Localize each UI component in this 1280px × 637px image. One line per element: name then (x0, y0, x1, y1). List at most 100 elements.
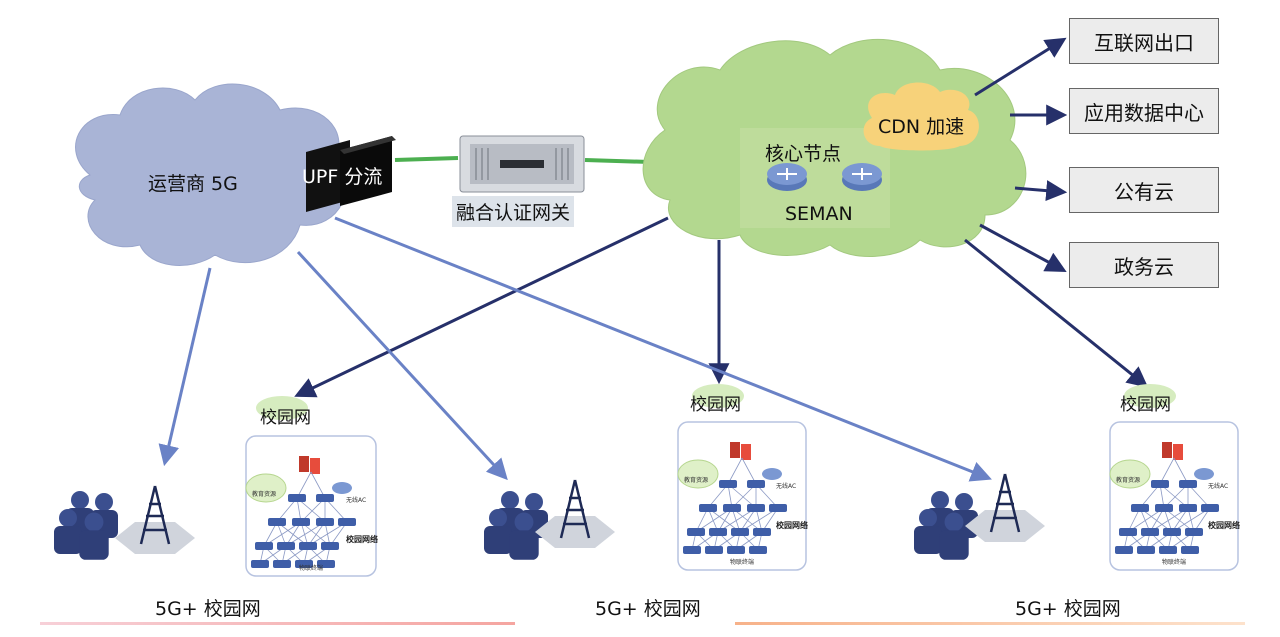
campus-network-label: 校园网络 (1208, 520, 1240, 530)
switch-icon (1119, 528, 1137, 536)
switch-icon (251, 560, 269, 568)
switch-icon (1181, 546, 1199, 554)
edu-cloud-icon (245, 473, 287, 503)
small-cloud-icon (256, 396, 308, 420)
iot-terminal-label: 物联终端 (1162, 558, 1186, 566)
arrow-to-gov-cloud (979, 223, 1067, 273)
edu-resource-label: 教育资源 (252, 490, 276, 498)
switch-icon (338, 518, 356, 526)
destination-datacenter-box: 应用数据中心 (1069, 88, 1219, 134)
tower-icon (535, 479, 615, 548)
switch-icon (709, 528, 727, 536)
switch-icon (1159, 546, 1177, 554)
arrow-to-public-cloud (1014, 180, 1068, 202)
firewall-icon (299, 456, 309, 472)
cdn-cloud-icon (863, 82, 979, 151)
switch-icon (699, 504, 717, 512)
router-icon (1194, 468, 1214, 480)
firewall-icon (1173, 444, 1183, 460)
switch-icon (769, 504, 787, 512)
wireless-ac-label: 无线AC (776, 482, 796, 490)
upf-device-icon (306, 136, 396, 212)
campus-cloud-label: 校园网 (1120, 395, 1171, 415)
switch-icon (1163, 528, 1181, 536)
tower-icon (115, 485, 195, 554)
switch-icon (1179, 504, 1197, 512)
switch-icon (273, 560, 291, 568)
switch-icon (1179, 480, 1197, 488)
firewall-icon (730, 442, 740, 458)
campus-cloud-label: 校园网 (690, 395, 741, 415)
core-node-label: 核心节点 (765, 143, 841, 165)
switch-icon (299, 542, 317, 550)
switch-icon (292, 518, 310, 526)
seman-label: SEMAN (785, 203, 853, 225)
cdn-label: CDN 加速 (878, 116, 964, 138)
campus-cloud-label: 校园网 (260, 408, 311, 428)
campus-caption: 5G+ 校园网 (595, 598, 701, 620)
edu-resource-label: 教育资源 (684, 476, 708, 484)
switch-icon (687, 528, 705, 536)
edu-cloud-icon (1109, 459, 1151, 489)
firewall-icon (310, 458, 320, 474)
people-icon (914, 491, 978, 560)
switch-icon (727, 546, 745, 554)
operator-cloud-label: 运营商 5G (148, 173, 238, 195)
router-icon (842, 163, 882, 191)
small-cloud-icon (1124, 384, 1176, 408)
upf-to-gateway-link (394, 156, 459, 162)
switch-icon (255, 542, 273, 550)
iot-terminal-label: 物联终端 (299, 564, 323, 572)
switch-icon (749, 546, 767, 554)
switch-icon (1201, 504, 1219, 512)
router-icon (332, 482, 352, 494)
switch-icon (1185, 528, 1203, 536)
destination-label: 应用数据中心 (1084, 100, 1204, 125)
switch-icon (1131, 504, 1149, 512)
destination-label: 互联网出口 (1094, 30, 1194, 55)
router-icon (762, 468, 782, 480)
switch-icon (268, 518, 286, 526)
wireless-ac-label: 无线AC (346, 496, 366, 504)
campus-network-label: 校园网络 (346, 534, 378, 544)
wireless-ac-label: 无线AC (1208, 482, 1228, 490)
destination-label: 政务云 (1114, 254, 1174, 279)
switch-icon (747, 480, 765, 488)
upf-label: UPF 分流 (302, 166, 382, 188)
small-cloud-icon (692, 384, 744, 408)
arrow-core-to-campus-3 (964, 238, 1149, 388)
destination-gov-cloud-box: 政务云 (1069, 242, 1219, 288)
edu-cloud-icon (677, 459, 719, 489)
arrow-operator-to-site-2 (296, 250, 508, 481)
arrow-core-to-campus-1 (294, 216, 669, 398)
switch-icon (719, 480, 737, 488)
switch-icon (1115, 546, 1133, 554)
bottom-line-left (40, 622, 515, 625)
campus-caption: 5G+ 校园网 (1015, 598, 1121, 620)
switch-icon (277, 542, 295, 550)
server-icon (459, 135, 585, 193)
edu-resource-label: 教育资源 (1116, 476, 1140, 484)
switch-icon (316, 494, 334, 502)
firewall-icon (741, 444, 751, 460)
switch-icon (295, 560, 313, 568)
switch-icon (683, 546, 701, 554)
people-icon (484, 491, 548, 560)
switch-icon (705, 546, 723, 554)
switch-icon (731, 528, 749, 536)
gateway-label: 融合认证网关 (452, 196, 575, 227)
switch-icon (1155, 504, 1173, 512)
bottom-line-right (735, 622, 1245, 625)
firewall-icon (1162, 442, 1172, 458)
switch-icon (317, 560, 335, 568)
destination-label: 公有云 (1114, 179, 1174, 204)
arrow-operator-to-site-1 (158, 267, 212, 467)
campus-caption: 5G+ 校园网 (155, 598, 261, 620)
gateway-to-core-link (584, 158, 651, 164)
switch-icon (1137, 546, 1155, 554)
people-icon (54, 491, 118, 560)
arrow-operator-to-site-3 (334, 216, 992, 482)
